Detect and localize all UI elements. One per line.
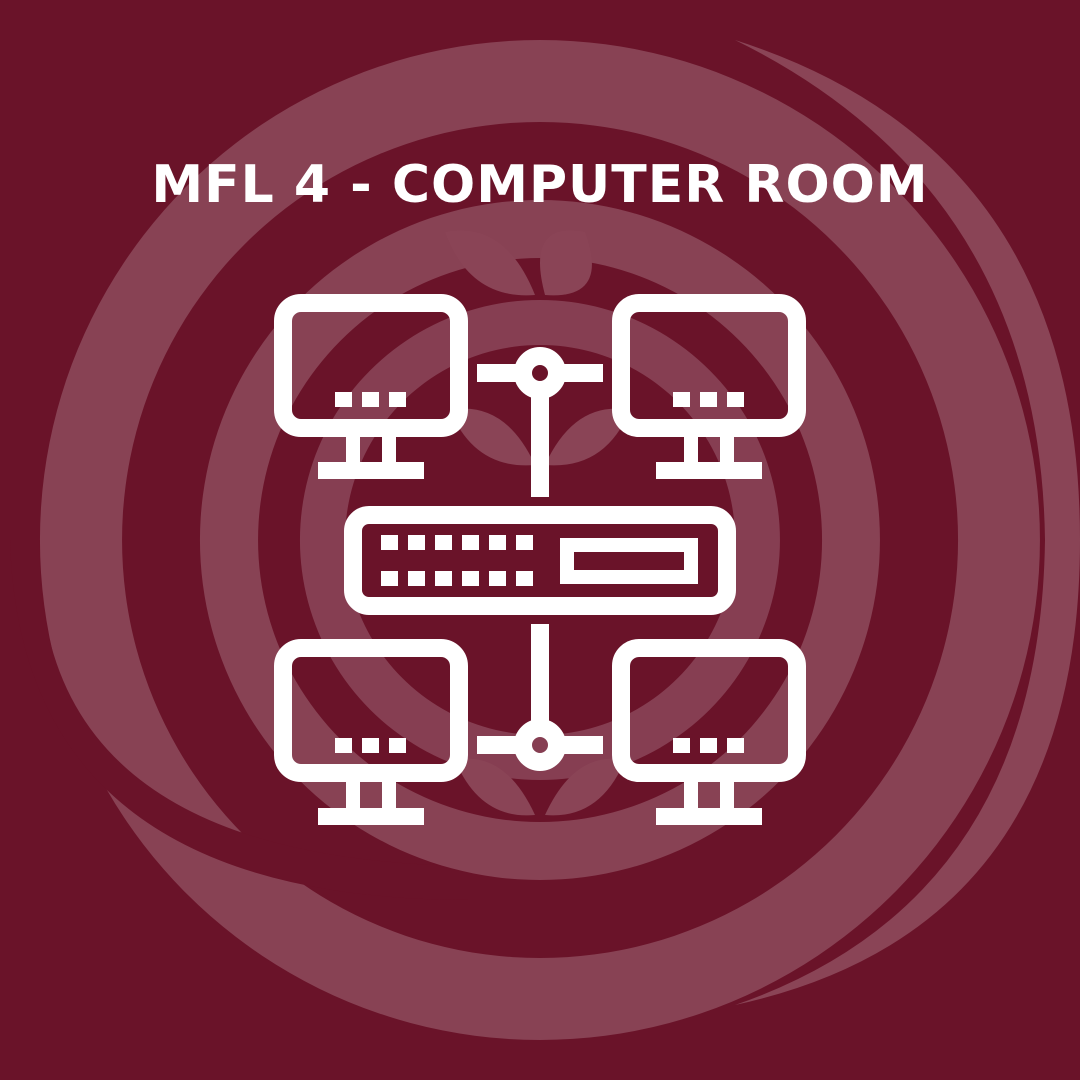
screen-dot bbox=[362, 392, 379, 407]
stand-bottom-left-2 bbox=[382, 782, 396, 816]
monitor-screen-top-left bbox=[274, 294, 468, 437]
leaf-right-top bbox=[540, 230, 592, 296]
room-title: MFL 4 - COMPUTER ROOM bbox=[151, 155, 929, 215]
switch-port bbox=[435, 571, 452, 586]
screen-dot bbox=[389, 392, 406, 407]
junction-bottom bbox=[514, 719, 566, 771]
monitor-screen-top-right bbox=[612, 294, 806, 437]
switch-port bbox=[381, 535, 398, 550]
swirl-tail bbox=[735, 40, 1080, 1005]
screen-dot bbox=[389, 738, 406, 753]
monitor-screen-bottom-left bbox=[274, 639, 468, 782]
stand-bottom-right-2 bbox=[720, 782, 734, 816]
leaf-left-middle bbox=[450, 408, 535, 466]
screen-dot bbox=[362, 738, 379, 753]
screen-dot bbox=[700, 738, 717, 753]
stand-bottom-right bbox=[684, 782, 698, 816]
junction-top bbox=[514, 347, 566, 399]
base-bottom-left bbox=[318, 808, 424, 825]
network-switch bbox=[344, 506, 736, 615]
base-bottom-right bbox=[656, 808, 762, 825]
switch-port bbox=[516, 535, 533, 550]
switch-port bbox=[462, 535, 479, 550]
switch-display bbox=[560, 538, 698, 584]
screen-dot bbox=[700, 392, 717, 407]
base-top-right bbox=[656, 462, 762, 479]
screen-dot bbox=[335, 392, 352, 407]
switch-port bbox=[435, 535, 452, 550]
switch-port bbox=[408, 535, 425, 550]
leaf-left-top bbox=[445, 230, 535, 296]
switch-port bbox=[516, 571, 533, 586]
stand-bottom-left bbox=[346, 782, 360, 816]
screen-dot bbox=[727, 392, 744, 407]
screen-dot bbox=[673, 738, 690, 753]
switch-port bbox=[381, 571, 398, 586]
leaf-right-middle bbox=[545, 408, 630, 466]
leaf-left-lower bbox=[455, 758, 535, 816]
switch-port bbox=[408, 571, 425, 586]
screen-dot bbox=[673, 392, 690, 407]
leaf-right-lower bbox=[545, 758, 625, 816]
screen-dot bbox=[335, 738, 352, 753]
monitor-screen-bottom-right bbox=[612, 639, 806, 782]
switch-port bbox=[489, 535, 506, 550]
switch-port bbox=[462, 571, 479, 586]
switch-port bbox=[489, 571, 506, 586]
base-top-left bbox=[318, 462, 424, 479]
screen-dot bbox=[727, 738, 744, 753]
